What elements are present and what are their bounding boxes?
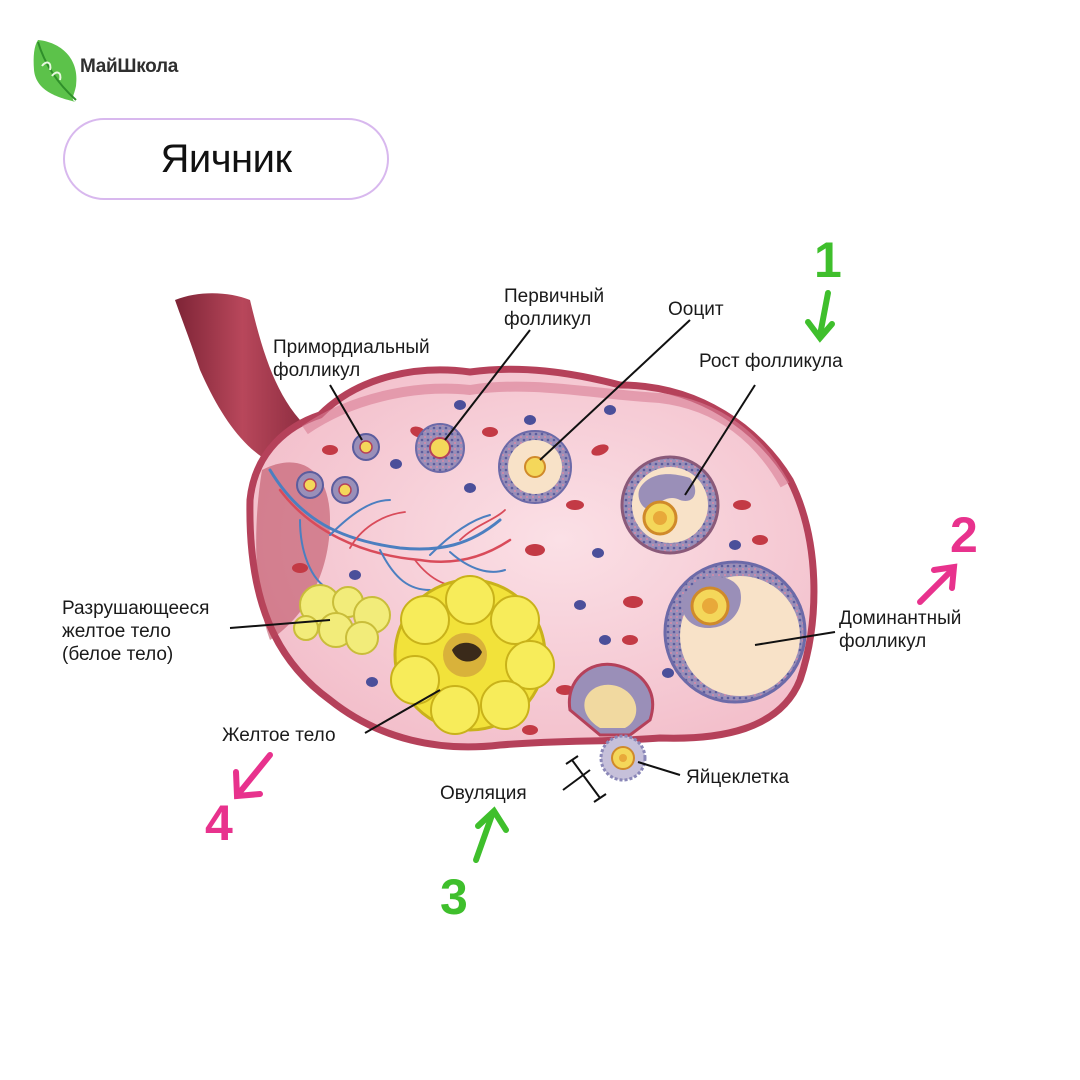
page-title: Яичник	[160, 136, 292, 181]
leader-degenerating	[229, 619, 331, 629]
label-corpus-luteum: Желтое тело	[222, 725, 336, 746]
corpus-albicans	[293, 584, 391, 655]
label-ovulation: Овуляция	[440, 783, 527, 804]
primary-follicle	[415, 423, 465, 473]
label-egg-cell: Яйцеклетка	[686, 767, 790, 788]
dominant-follicle	[663, 560, 807, 704]
leaf-icon	[33, 40, 77, 102]
step-number-3: 3	[440, 869, 468, 925]
ovary-cortex-rim	[302, 381, 790, 488]
leader-egg	[637, 761, 681, 776]
brand-logo: МайШкола	[30, 36, 230, 102]
blood-vessels	[268, 468, 512, 591]
title-pill: Яичник	[63, 118, 389, 200]
leader-oocyte	[539, 319, 691, 461]
ovary-hilum	[256, 462, 330, 640]
leader-primordial	[329, 384, 363, 441]
step-number-4: 4	[205, 795, 233, 851]
corpus-luteum	[390, 575, 555, 735]
ovarian-ligament	[175, 293, 310, 470]
label-follicle-growth: Рост фолликула	[699, 351, 843, 372]
released-egg	[599, 734, 647, 782]
label-oocyte: Ооцит	[668, 299, 724, 320]
arrow-4	[233, 752, 273, 800]
arrow-3	[473, 806, 509, 863]
step-number-1: 1	[814, 232, 842, 288]
growing-follicle	[620, 455, 720, 555]
stroma-cells	[292, 400, 768, 735]
arrow-2	[917, 563, 958, 605]
step-arrows	[233, 290, 958, 863]
primordial-follicles	[296, 433, 380, 504]
ruptured-follicle	[567, 662, 655, 737]
step-number-2: 2	[950, 507, 978, 563]
arrow-1	[805, 290, 835, 343]
leader-primary	[444, 329, 531, 441]
brand-name: МайШкола	[80, 56, 179, 77]
leader-corpus-luteum	[364, 689, 441, 734]
leader-lines	[229, 319, 836, 803]
ovulation-bracket	[562, 755, 607, 803]
leader-growth	[684, 384, 756, 496]
leader-dominant	[754, 631, 836, 646]
